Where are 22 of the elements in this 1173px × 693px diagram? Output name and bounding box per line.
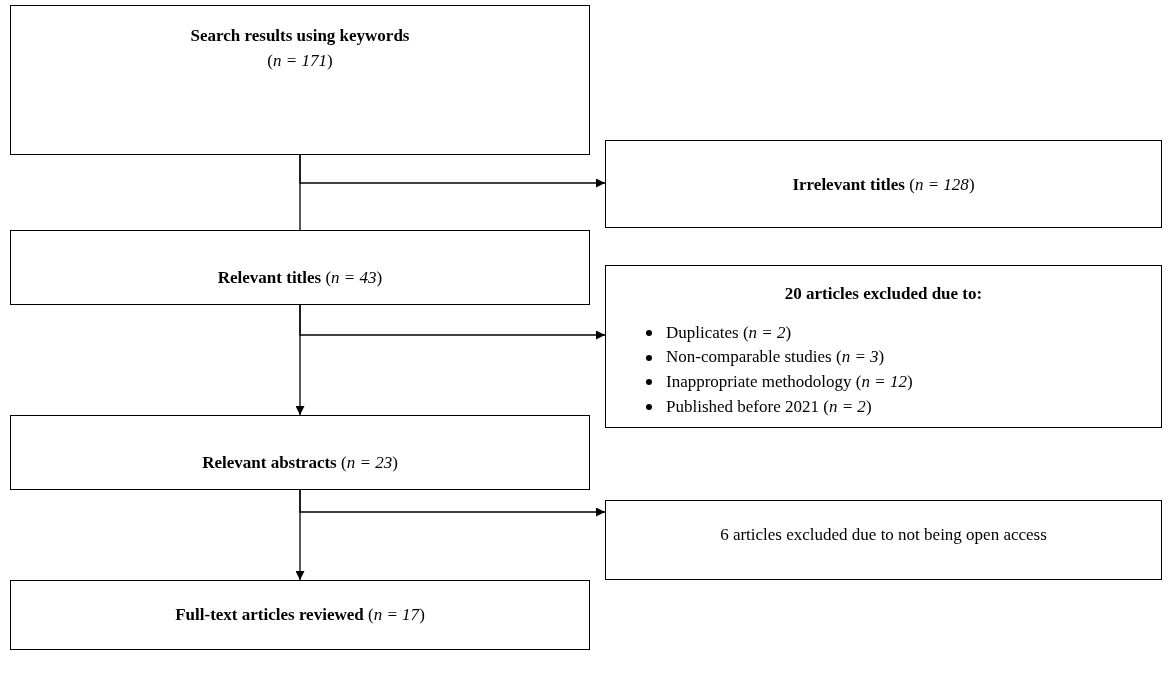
list-item: Non-comparable studies (n = 3) <box>666 346 885 369</box>
process-box <box>605 265 1162 428</box>
box-text: Relevant abstracts (n = 23) <box>201 452 399 474</box>
box-text: Relevant titles (n = 43) <box>216 267 384 289</box>
box-text: 6 articles excluded due to not being open access <box>719 524 1048 546</box>
box-heading: Search results using keywords <box>189 25 411 47</box>
box-text: Irrelevant titles (n = 128) <box>791 174 976 196</box>
box-text: (n = 171) <box>266 49 334 72</box>
box-text: Full-text articles reviewed (n = 17) <box>174 604 426 626</box>
process-box <box>605 140 1162 228</box>
process-box <box>10 5 590 155</box>
process-box <box>10 230 590 305</box>
process-box <box>10 415 590 490</box>
arrow <box>299 304 606 340</box>
box-heading: 20 articles excluded due to: <box>783 283 984 305</box>
arrow <box>299 489 606 517</box>
list-item: Inappropriate methodology (n = 12) <box>666 370 913 393</box>
process-box <box>10 580 590 650</box>
process-box <box>605 500 1162 580</box>
list-item: Duplicates (n = 2) <box>666 321 792 344</box>
list-item: Published before 2021 (n = 2) <box>666 395 872 418</box>
arrow <box>299 154 606 188</box>
